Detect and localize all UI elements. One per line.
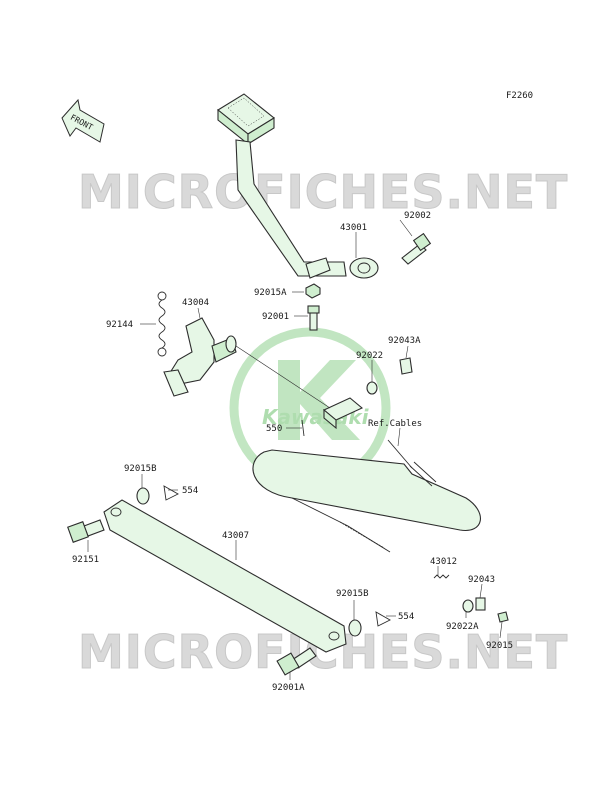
spring-43012 — [433, 574, 450, 579]
label-554-bottom: 554 — [398, 612, 414, 622]
label-43012: 43012 — [430, 557, 457, 567]
label-92015B-bottom: 92015B — [336, 589, 369, 599]
label-92015: 92015 — [486, 641, 513, 651]
label-ref-cables: Ref.Cables — [368, 419, 422, 429]
label-550: 550 — [266, 424, 282, 434]
label-92151: 92151 — [72, 555, 99, 565]
nut-92015A — [305, 283, 321, 299]
washer-92015B-top — [136, 487, 150, 505]
pin-92043 — [475, 597, 486, 611]
label-92002: 92002 — [404, 211, 431, 221]
nut-92015 — [497, 611, 509, 623]
washer-92015B-bottom — [348, 619, 362, 637]
lever-link-line — [235, 345, 331, 409]
label-43004: 43004 — [182, 298, 209, 308]
label-92015A: 92015A — [254, 288, 287, 298]
pin-92043A — [399, 357, 413, 375]
rod-43007 — [103, 499, 347, 653]
kawasaki-logo: Kawasaki — [229, 327, 391, 489]
joint-550 — [301, 397, 364, 437]
label-92043A: 92043A — [388, 336, 421, 346]
washer-92022 — [366, 381, 378, 395]
label-92022: 92022 — [356, 351, 383, 361]
label-92015B-top: 92015B — [124, 464, 157, 474]
label-92022A: 92022A — [446, 622, 479, 632]
label-43001: 43001 — [340, 223, 367, 233]
brake-lever — [163, 317, 237, 397]
bolt-92002 — [401, 232, 432, 265]
label-92043: 92043 — [468, 575, 495, 585]
leader-lines — [87, 219, 503, 680]
brake-cable — [252, 439, 481, 553]
bolt-92001 — [307, 305, 320, 331]
label-92144: 92144 — [106, 320, 133, 330]
watermark-top: MICROFICHES.NET — [78, 165, 568, 219]
brake-pedal — [217, 93, 379, 279]
figure-code: F2260 — [506, 91, 533, 101]
bolt-92151 — [67, 519, 105, 543]
front-arrow-icon: FRONT — [61, 98, 105, 143]
label-43007: 43007 — [222, 531, 249, 541]
cotter-pin-554-bottom — [375, 611, 391, 627]
label-92001A: 92001A — [272, 683, 305, 693]
bolt-92001A — [276, 647, 317, 676]
label-92001: 92001 — [262, 312, 289, 322]
washer-92022A — [462, 599, 474, 613]
label-554-top: 554 — [182, 486, 198, 496]
cotter-pin-554-top — [163, 485, 179, 501]
spring-92144 — [157, 291, 167, 357]
